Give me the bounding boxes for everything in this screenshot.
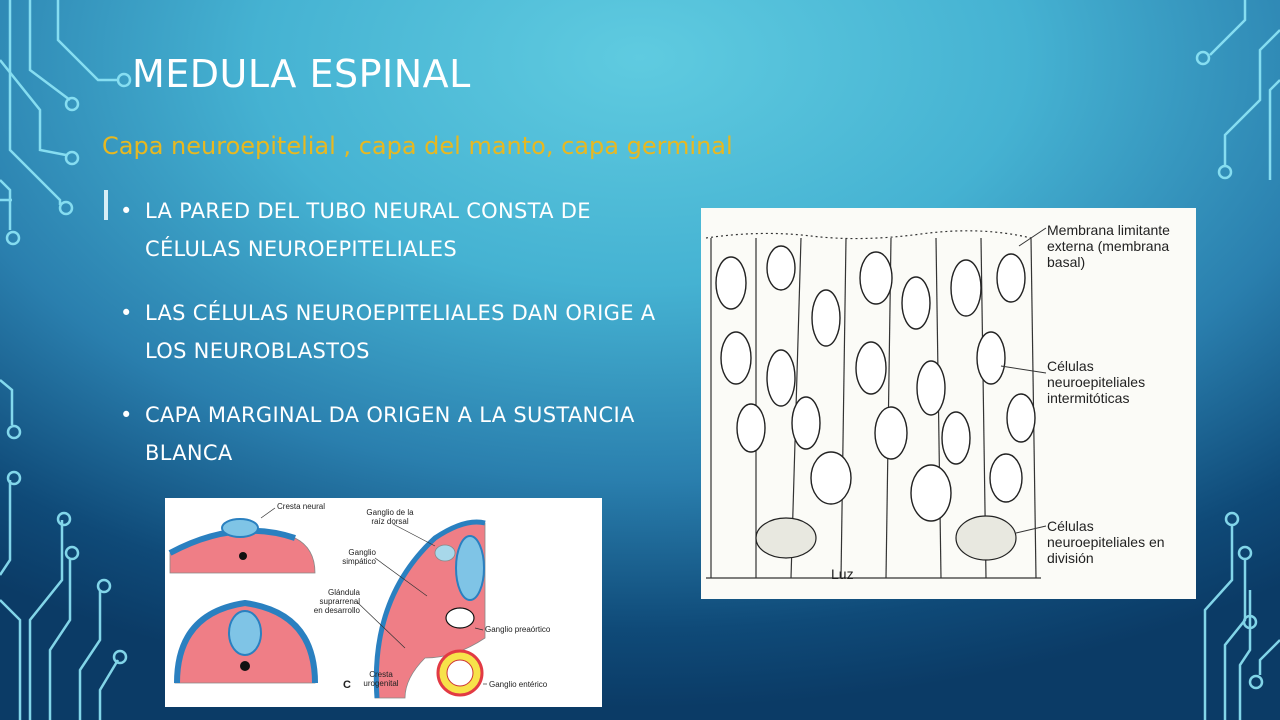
- neural-crest-figure: Cresta neural Ganglio de la raíz dorsal …: [165, 498, 602, 707]
- label-celulas-intermitoticas: Células neuroepiteliales intermitóticas: [1047, 358, 1146, 406]
- label-ganglio-preaortico: Ganglio preaórtico: [485, 625, 551, 634]
- bullet-text: Capa marginal da origen a la sustancia b…: [145, 403, 635, 465]
- slide-title: MEDULA ESPINAL: [132, 52, 471, 96]
- bullet-item: • Capa marginal da origen a la sustancia …: [118, 396, 658, 472]
- neuroepithelium-figure: Membrana limitante externa (membrana bas…: [701, 208, 1196, 599]
- label-membrana-limitante: Membrana limitante externa (membrana bas…: [1047, 222, 1170, 270]
- label-glandula-suprarrenal: Glándula suprarrenal en desarrollo: [313, 588, 360, 615]
- label-cresta-neural: Cresta neural: [277, 502, 326, 511]
- slide-subtitle: Capa neuroepitelial , capa del manto, ca…: [102, 132, 733, 160]
- accent-bar: [104, 190, 108, 220]
- label-cresta-urogenital: Cresta urogenital: [363, 670, 399, 688]
- label-luz: Luz: [831, 566, 854, 582]
- bullet-dot-icon: •: [120, 301, 133, 325]
- bullet-item: • Las células neuroepiteliales dan orige …: [118, 294, 658, 370]
- neuroepithelium-drawing: [705, 227, 1047, 579]
- label-ganglio-raiz-dorsal: Ganglio de la raíz dorsal: [366, 508, 414, 526]
- bullet-text: La pared del tubo neural consta de célul…: [145, 199, 591, 261]
- bullet-text: Las células neuroepiteliales dan orige a…: [145, 301, 656, 363]
- bullet-item: • La pared del tubo neural consta de célu…: [118, 192, 658, 268]
- label-ganglio-enterico: Ganglio entérico: [489, 680, 548, 689]
- bullet-dot-icon: •: [120, 199, 133, 223]
- neural-crest-drawing: [168, 507, 487, 699]
- label-ganglio-simpatico: Ganglio simpático: [342, 548, 376, 566]
- label-celulas-division: Células neuroepiteliales en división: [1047, 518, 1165, 566]
- bullet-dot-icon: •: [120, 403, 133, 427]
- bullet-list: • La pared del tubo neural consta de célu…: [118, 192, 658, 498]
- label-panel-c: C: [343, 679, 351, 691]
